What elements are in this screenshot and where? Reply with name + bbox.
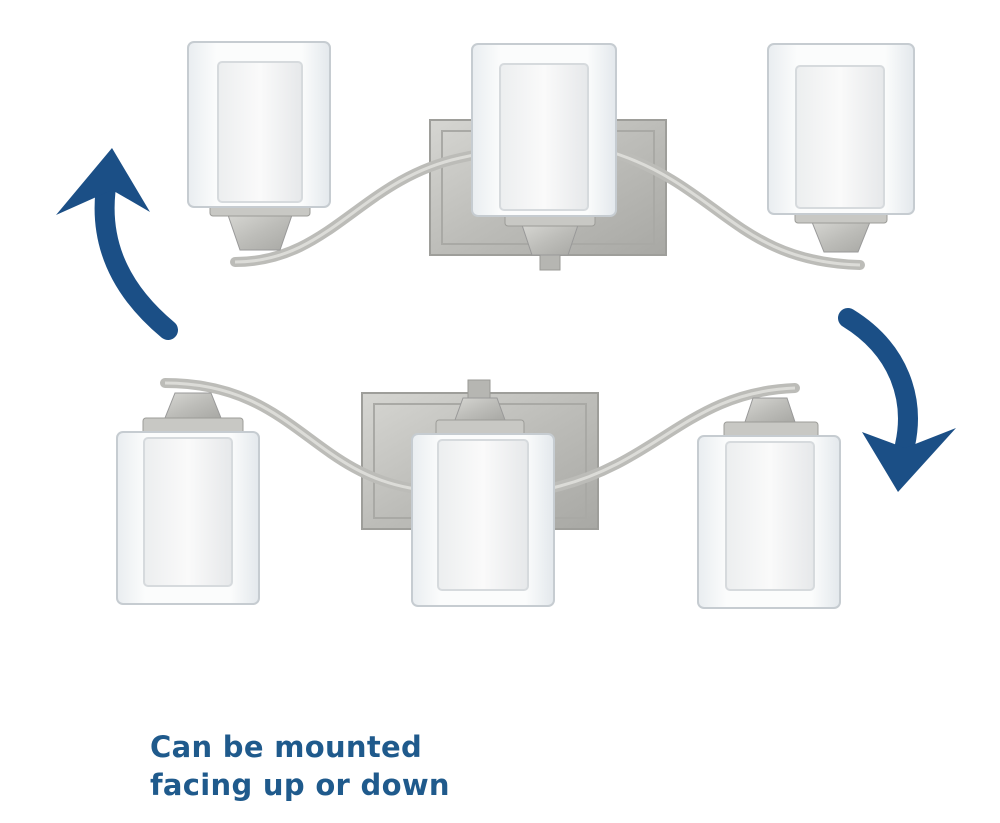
- vanity-light-facing-up: [187, 41, 915, 271]
- glass-shade-left: [116, 392, 260, 605]
- glass-shade-right: [767, 43, 915, 253]
- curved-arrow-down-icon: [838, 308, 956, 492]
- caption-line-1: Can be mounted: [150, 730, 423, 764]
- mounting-caption: Can be mounted facing up or down: [150, 728, 750, 804]
- vanity-light-facing-down: [116, 378, 841, 609]
- glass-shade-left: [187, 41, 331, 251]
- glass-shade-center: [471, 43, 617, 256]
- curved-arrow-up-icon: [56, 148, 178, 340]
- caption-line-2: facing up or down: [150, 768, 450, 802]
- glass-shade-right: [697, 397, 841, 609]
- glass-shade-center: [411, 397, 555, 607]
